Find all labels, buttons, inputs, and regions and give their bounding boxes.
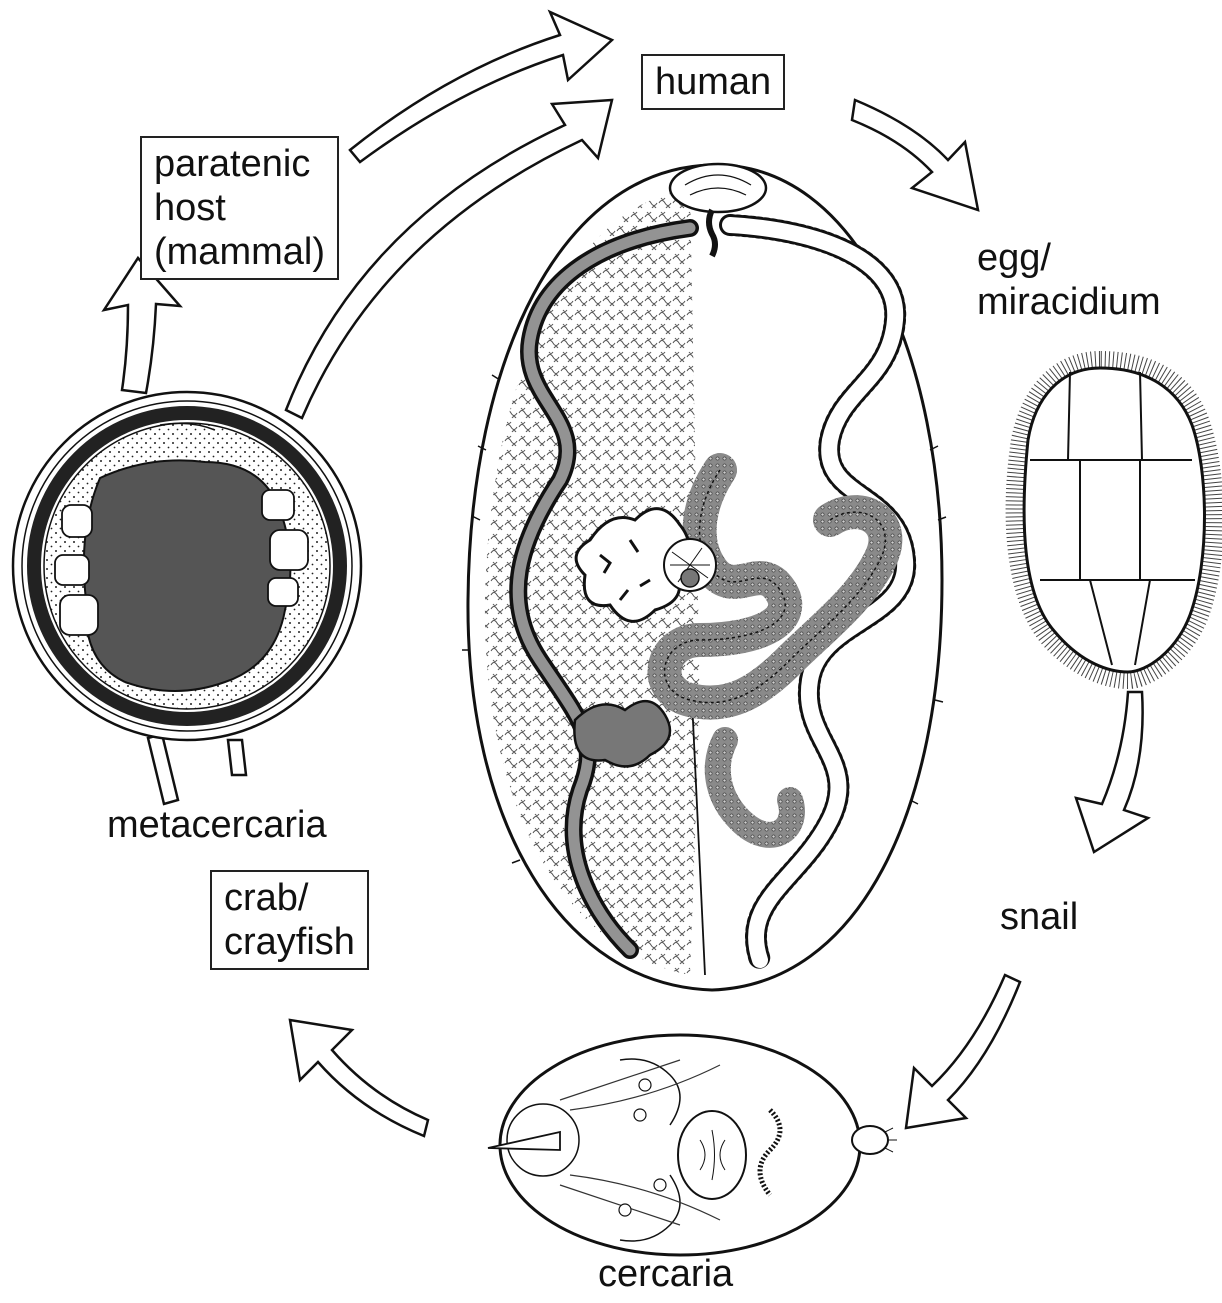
arrow-crab-to-metacercaria-right — [228, 740, 246, 775]
adult-fluke-illustration — [462, 164, 946, 990]
label-paratenic-host: paratenic host (mammal) — [140, 136, 339, 280]
metacercaria-illustration — [13, 392, 361, 740]
label-egg-line1: egg/ — [977, 236, 1161, 280]
cercaria-illustration — [488, 1035, 897, 1255]
label-crab-line1: crab/ — [224, 876, 355, 920]
arrow-crab-to-metacercaria-left — [148, 734, 178, 804]
label-crab-line2: crayfish — [224, 920, 355, 964]
label-crab-crayfish: crab/ crayfish — [210, 870, 369, 970]
label-egg-miracidium: egg/ miracidium — [977, 236, 1161, 324]
label-human: human — [641, 54, 785, 110]
label-paratenic-line3: (mammal) — [154, 230, 325, 274]
arrow-cercaria-to-crab — [290, 1020, 428, 1136]
arrow-human-to-egg — [852, 100, 978, 210]
label-cercaria: cercaria — [598, 1252, 733, 1296]
label-paratenic-line1: paratenic — [154, 142, 325, 186]
label-metacercaria: metacercaria — [107, 803, 327, 847]
label-snail: snail — [1000, 895, 1078, 939]
arrow-snail-to-cercaria — [906, 975, 1020, 1128]
miracidium-illustration — [1015, 360, 1215, 680]
label-paratenic-line2: host — [154, 186, 325, 230]
label-egg-line2: miracidium — [977, 280, 1161, 324]
arrow-miracidium-to-snail — [1076, 692, 1148, 852]
